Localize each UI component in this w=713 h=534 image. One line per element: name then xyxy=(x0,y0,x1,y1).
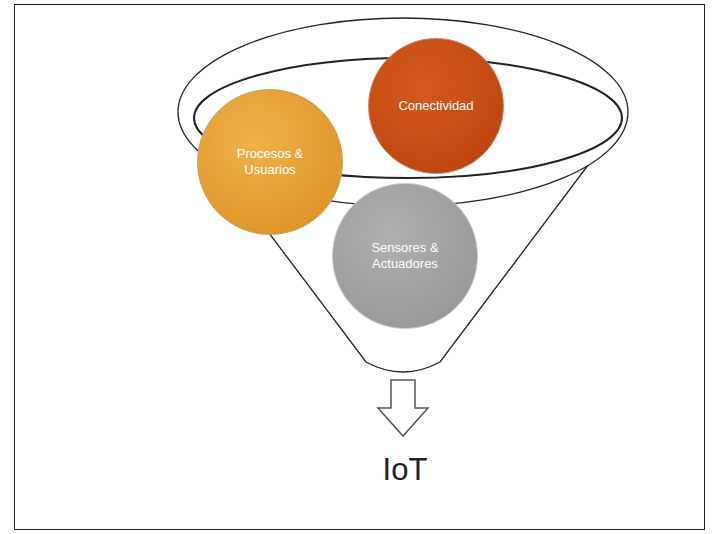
circle-text: Procesos & Usuarios xyxy=(198,146,342,179)
circle-text: Conectividad xyxy=(384,98,487,114)
circle-text: Sensores & Actuadores xyxy=(333,240,477,273)
circle-node: Conectividad xyxy=(368,38,504,174)
circle-node: Procesos & Usuarios xyxy=(197,89,343,235)
circle-node: Sensores & Actuadores xyxy=(332,183,478,329)
down-arrow xyxy=(378,380,428,436)
output-label: IoT xyxy=(383,452,428,488)
frame xyxy=(15,5,705,530)
